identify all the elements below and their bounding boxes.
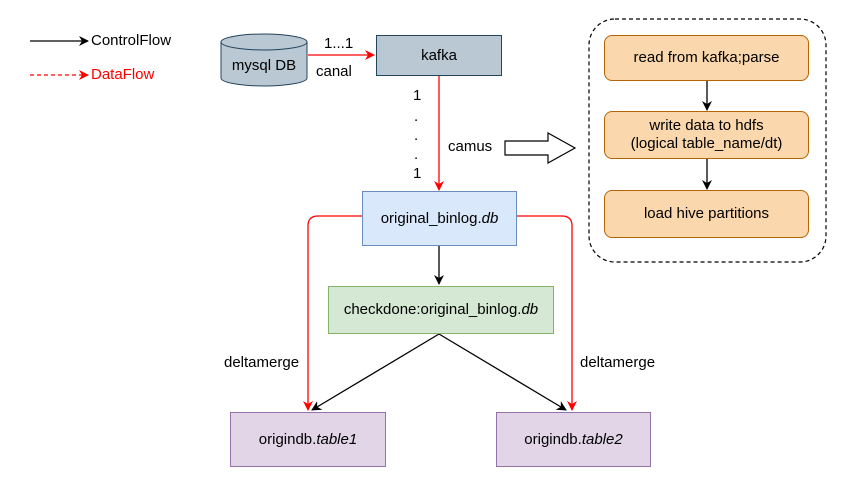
step-read-kafka-label: read from kafka;parse xyxy=(633,49,780,66)
table2-prefix: origindb. xyxy=(524,430,582,448)
table1-node[interactable]: origindb.table1 xyxy=(230,412,386,467)
cardinality-top: 1 xyxy=(413,87,422,104)
step-write-hdfs[interactable]: write data to hdfs (logical table_name/d… xyxy=(604,111,809,159)
deltamerge-left-label: deltamerge xyxy=(224,354,300,371)
cardinality-dot-3: . xyxy=(414,146,419,163)
step-write-hdfs-line2: (logical table_name/dt) xyxy=(630,135,783,152)
mysql-db-cylinder xyxy=(220,33,308,87)
table2-node[interactable]: origindb.table2 xyxy=(496,412,651,467)
step-read-kafka[interactable]: read from kafka;parse xyxy=(604,35,809,81)
checkdone-node[interactable]: checkdone:original_binlog.db xyxy=(328,286,554,334)
edge-checkdone-table2 xyxy=(438,333,567,411)
binlog-db-prefix: original_binlog. xyxy=(380,209,482,227)
cardinality-bottom: 1 xyxy=(413,165,422,182)
camus-detail-arrow xyxy=(504,131,577,165)
step-load-hive-label: load hive partitions xyxy=(643,205,770,222)
table2-suffix: table2 xyxy=(581,430,623,448)
step-load-hive[interactable]: load hive partitions xyxy=(604,190,809,238)
step-write-hdfs-line1: write data to hdfs xyxy=(649,117,764,134)
legend-controlflow-label: ControlFlow xyxy=(91,32,172,49)
deltamerge-right-label: deltamerge xyxy=(580,354,656,371)
table1-suffix: table1 xyxy=(316,430,358,448)
binlog-db-node[interactable]: original_binlog.db xyxy=(362,191,517,246)
kafka-label: kafka xyxy=(421,46,457,64)
camus-label: camus xyxy=(448,138,493,155)
checkdone-suffix: db xyxy=(521,301,539,318)
cardinality-dot-1: . xyxy=(414,108,419,125)
cardinality-dot-2: . xyxy=(414,127,419,144)
canal-label: canal xyxy=(316,63,352,80)
mysql-db-label: mysql DB xyxy=(231,57,297,74)
edge-binlog-table1 xyxy=(303,215,362,411)
edge-checkdone-table1 xyxy=(311,333,440,411)
mysql-kafka-cardinality: 1...1 xyxy=(324,35,354,52)
legend-dataflow-label: DataFlow xyxy=(91,66,155,83)
kafka-node[interactable]: kafka xyxy=(376,35,502,76)
camus-process-group xyxy=(588,18,827,263)
table1-prefix: origindb. xyxy=(258,430,317,448)
edge-binlog-table2 xyxy=(517,215,577,411)
binlog-db-suffix: db xyxy=(481,209,499,227)
checkdone-prefix: checkdone:original_binlog. xyxy=(343,301,522,318)
